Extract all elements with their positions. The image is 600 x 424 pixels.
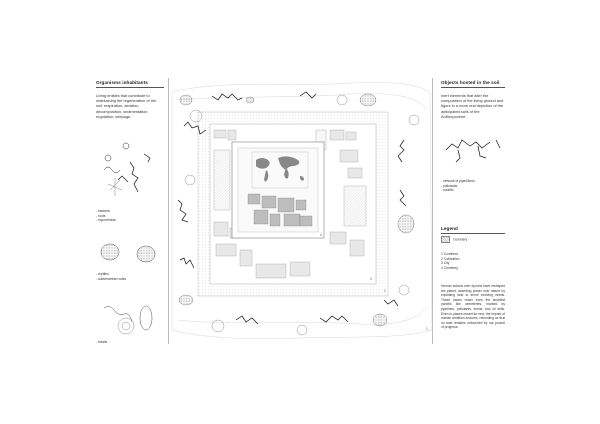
left-group-1-item: - bacteria (96, 209, 110, 213)
legend-cemetery-label: Cemetery (453, 237, 468, 242)
right-group-1-item: - network of pipes/lines (441, 179, 475, 183)
cemetery-plots (247, 193, 313, 227)
left-separator (168, 78, 169, 344)
ring-label-civilization: 2 (384, 289, 386, 293)
right-separator (432, 78, 433, 344)
left-title: Organisms inhabitants (96, 80, 148, 85)
flower-symbols (184, 94, 420, 336)
legend-cemetery: Cemetery (441, 236, 503, 243)
right-title: Objects hosted in the soil (441, 80, 500, 85)
legend-list-item: 1 Continent (441, 252, 458, 256)
left-group-2: - reptiles - subterranean voles (96, 272, 156, 281)
left-group-3-item: - fossils (96, 340, 108, 344)
reptiles-icon (103, 305, 153, 331)
left-group-1: - bacteria - roots - mycorrhizae (96, 209, 156, 223)
world-map-icon (256, 156, 304, 182)
right-group-1-item: - pollutants (441, 183, 458, 188)
pipe-network (177, 91, 407, 325)
legend-list-item: 4 Cemetery (441, 265, 459, 270)
legend-list-item: 3 City (441, 261, 450, 266)
right-intro: Inert elements that alter the compositio… (441, 93, 504, 119)
organism-illustrations (100, 142, 156, 335)
pipes-illustration (445, 139, 501, 163)
ring-label-cemetery: 4 (320, 233, 322, 237)
city-blocks (213, 129, 365, 279)
roots-icon (117, 153, 151, 193)
legend-list-item: 2 Civilization (441, 256, 460, 261)
left-group-1-item: - roots (96, 213, 106, 218)
legend-rule (441, 233, 505, 234)
fossils-icon (117, 317, 135, 335)
right-body: Human actions over epochs have reshaped … (441, 284, 505, 330)
ring-label-continent: 1 (426, 327, 428, 331)
left-group-2-item: - subterranean voles (96, 276, 127, 281)
ring-label-city: 3 (370, 277, 372, 281)
legend-list: 1 Continent 2 Civilization 3 City 4 Ceme… (441, 252, 503, 270)
left-intro: Living entities that contribute to maint… (96, 93, 157, 119)
subterranean-voles-icon (100, 243, 156, 263)
left-group-3: - fossils (96, 340, 156, 345)
left-group-1-item: - mycorrhizae (96, 218, 116, 223)
right-group-1-item: - ruinbits (441, 188, 454, 193)
bacteria-icon (103, 142, 130, 174)
city-hatched-blocks (213, 129, 367, 227)
left-group-2-item: - reptiles (96, 272, 109, 276)
mycorrhizae-icon (107, 178, 123, 196)
legend-title: Legend (441, 226, 458, 231)
cemetery-swatch (441, 236, 450, 243)
left-title-rule (96, 87, 164, 88)
right-title-rule (441, 87, 505, 88)
soil-organisms (178, 93, 415, 327)
right-group-1: - network of pipes/lines - pollutants - … (441, 179, 503, 193)
